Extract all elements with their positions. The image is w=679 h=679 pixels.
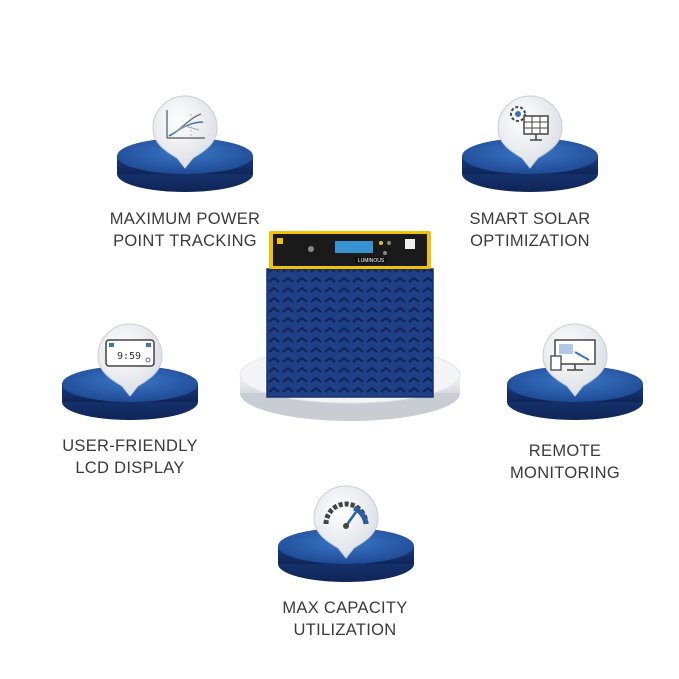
feature-smart-solar bbox=[450, 88, 610, 198]
label-line: USER-FRIENDLY bbox=[62, 437, 198, 455]
label-line: OPTIMIZATION bbox=[470, 232, 590, 250]
label-line: POINT TRACKING bbox=[113, 232, 257, 250]
feature-label-mppt: MAXIMUM POWER POINT TRACKING bbox=[75, 208, 295, 252]
solar-panel-gear-icon bbox=[510, 106, 549, 141]
feature-lcd-display: 9:59 bbox=[50, 316, 210, 426]
lcd-display-icon: 9:59 bbox=[105, 339, 155, 367]
mppt-curve-icon bbox=[166, 110, 205, 139]
feature-label-smart-solar: SMART SOLAR OPTIMIZATION bbox=[420, 208, 640, 252]
pedestal bbox=[278, 485, 414, 582]
feature-remote-monitoring bbox=[495, 316, 655, 426]
feature-label-capacity: MAX CAPACITY UTILIZATION bbox=[235, 597, 455, 641]
feature-label-remote: REMOTE MONITORING bbox=[455, 440, 675, 484]
inverter-product-image: LUMINOUS bbox=[239, 231, 461, 421]
gauge-icon bbox=[323, 501, 369, 529]
pedestal bbox=[462, 95, 598, 192]
feature-max-capacity bbox=[266, 478, 426, 588]
label-line: SMART SOLAR bbox=[469, 210, 591, 228]
inverter-front-panel bbox=[269, 231, 431, 269]
label-line: REMOTE bbox=[528, 442, 602, 460]
feature-label-lcd: USER-FRIENDLY LCD DISPLAY bbox=[20, 435, 240, 479]
lcd-screen bbox=[335, 241, 373, 253]
label-line: UTILIZATION bbox=[293, 621, 397, 639]
brand-plate bbox=[355, 257, 387, 263]
inverter-body bbox=[266, 268, 434, 398]
label-line: MAX CAPACITY bbox=[282, 599, 408, 617]
lcd-icon-time: 9:59 bbox=[117, 351, 141, 362]
computer-monitor-icon bbox=[550, 339, 596, 371]
label-line: LCD DISPLAY bbox=[75, 459, 185, 477]
brand-label: LUMINOUS bbox=[358, 258, 385, 264]
feature-mppt bbox=[105, 88, 265, 198]
label-line: MONITORING bbox=[510, 464, 620, 482]
pedestal bbox=[117, 95, 253, 192]
label-line: MAXIMUM POWER bbox=[109, 210, 261, 228]
